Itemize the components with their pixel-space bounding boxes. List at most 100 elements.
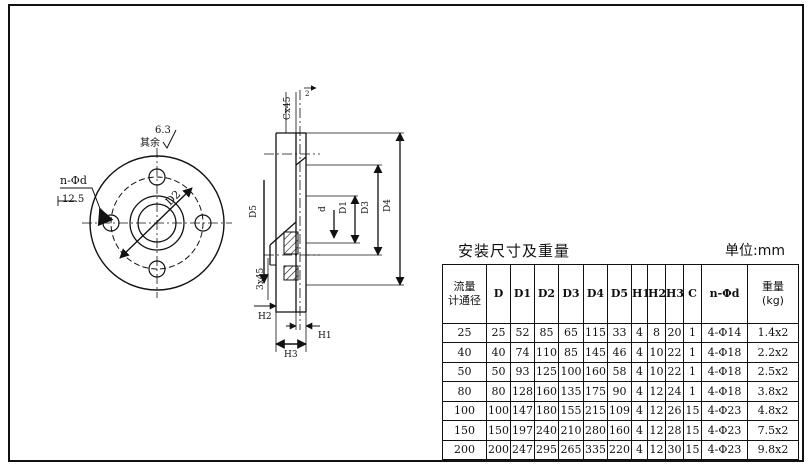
table-cell: 90 [607, 381, 632, 402]
table-cell: 40 [486, 342, 511, 363]
table-cell: 128 [510, 381, 535, 402]
table-cell: 1 [683, 342, 702, 363]
drawing-frame [8, 4, 804, 462]
header-d: D [486, 264, 511, 324]
table-cell: 85 [534, 322, 559, 343]
table-cell: 85 [558, 342, 584, 363]
svg-text:D1: D1 [339, 201, 349, 214]
table-cell: 4-Φ23 [701, 400, 748, 421]
table-cell: 335 [583, 439, 608, 460]
table-cell: 4-Φ23 [701, 420, 748, 441]
table-cell: 25 [486, 322, 511, 343]
header-holes: n-Φd [701, 264, 748, 324]
flange-side-section: D4 D3 D1 d D5 Cx45 2 3x45 H2 H1 H3 [249, 85, 405, 360]
table-cell: 15 [683, 439, 702, 460]
header-c: C [683, 264, 702, 324]
table-cell: 30 [665, 439, 684, 460]
table-cell: 215 [583, 400, 608, 421]
table-cell: 265 [558, 439, 584, 460]
table-cell: 135 [558, 381, 584, 402]
table-cell: 4 [631, 381, 648, 402]
table-cell: 1.4x2 [747, 322, 799, 343]
table-cell: 210 [558, 420, 584, 441]
table-cell: 15 [683, 400, 702, 421]
table-cell: 220 [607, 439, 632, 460]
svg-text:H1: H1 [318, 331, 332, 341]
table-cell: 25 [442, 322, 487, 343]
header-d2: D2 [534, 264, 559, 324]
table-cell: 145 [583, 342, 608, 363]
table-cell: 1 [683, 361, 702, 382]
table-cell: 1 [683, 381, 702, 402]
svg-text:2: 2 [305, 90, 309, 98]
header-h1: H1 [631, 264, 648, 324]
table-cell: 22 [665, 342, 684, 363]
table-cell: 2.5x2 [747, 361, 799, 382]
table-cell: 20 [665, 322, 684, 343]
table-cell: 10 [647, 342, 666, 363]
svg-text:D3: D3 [361, 201, 371, 214]
table-cell: 3.8x2 [747, 381, 799, 402]
table-cell: 80 [442, 381, 487, 402]
table-cell: 12 [647, 439, 666, 460]
table-cell: 4-Φ14 [701, 322, 748, 343]
header-d5: D5 [607, 264, 632, 324]
table-cell: 50 [486, 361, 511, 382]
header-h2: H2 [647, 264, 666, 324]
table-cell: 10 [647, 361, 666, 382]
table-cell: 80 [486, 381, 511, 402]
table-cell: 160 [583, 361, 608, 382]
header-nominal-diameter: 流量计通径 [442, 264, 487, 324]
table-cell: 4 [631, 439, 648, 460]
table-cell: 280 [583, 420, 608, 441]
table-cell: 40 [442, 342, 487, 363]
table-cell: 4 [631, 322, 648, 343]
table-cell: 4 [631, 361, 648, 382]
table-cell: 109 [607, 400, 632, 421]
table-cell: 46 [607, 342, 632, 363]
table-cell: 160 [607, 420, 632, 441]
table-cell: 147 [510, 400, 535, 421]
table-cell: 240 [534, 420, 559, 441]
roughness-value: 6.3 [155, 125, 171, 136]
table-cell: 15 [683, 420, 702, 441]
svg-text:D5: D5 [249, 205, 259, 218]
table-cell: 100 [486, 400, 511, 421]
table-cell: 22 [665, 361, 684, 382]
table-cell: 12 [647, 400, 666, 421]
svg-text:3x45: 3x45 [256, 267, 266, 290]
table-cell: 28 [665, 420, 684, 441]
table-unit: 单位:mm [725, 243, 785, 259]
table-cell: 12 [647, 381, 666, 402]
table-cell: 8 [647, 322, 666, 343]
table-cell: 4 [631, 400, 648, 421]
d2-dimension-line [119, 187, 193, 259]
header-d4: D4 [583, 264, 608, 324]
table-cell: 150 [486, 420, 511, 441]
table-cell: 9.8x2 [747, 439, 799, 460]
table-cell: 12 [647, 420, 666, 441]
table-cell: 50 [442, 361, 487, 382]
table-cell: 2.2x2 [747, 342, 799, 363]
table-cell: 4-Φ18 [701, 361, 748, 382]
table-cell: 180 [534, 400, 559, 421]
table-cell: 93 [510, 361, 535, 382]
table-cell: 4.8x2 [747, 400, 799, 421]
table-cell: 4 [631, 420, 648, 441]
table-cell: 33 [607, 322, 632, 343]
table-cell: 247 [510, 439, 535, 460]
table-cell: 150 [442, 420, 487, 441]
table-cell: 175 [583, 381, 608, 402]
header-h3: H3 [665, 264, 684, 324]
table-title: 安装尺寸及重量 [458, 242, 571, 260]
